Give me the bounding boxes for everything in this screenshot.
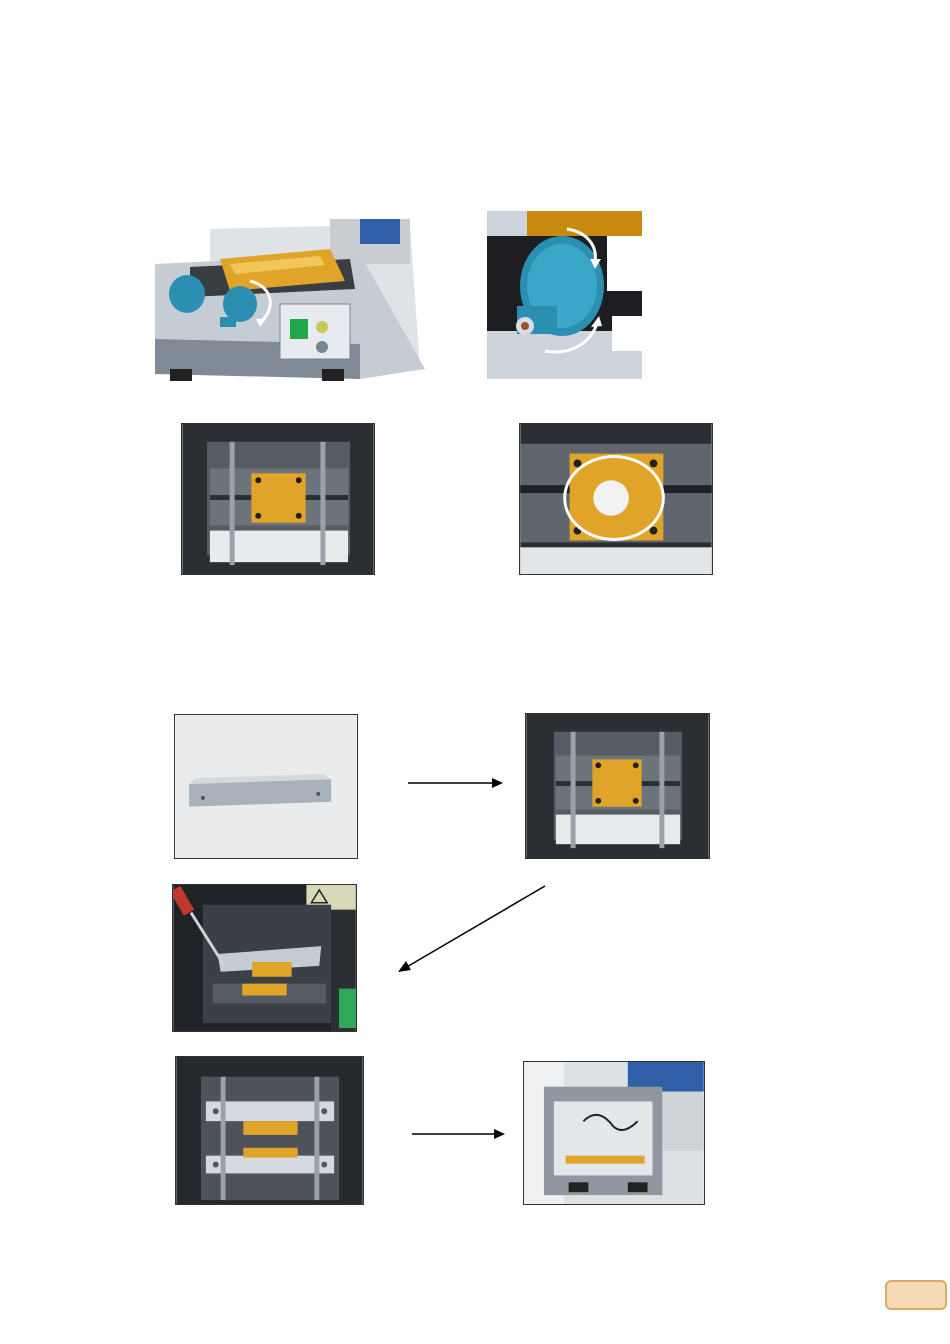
- arrow-diagonal: [395, 884, 547, 976]
- plates-installed-illustration: [176, 1057, 363, 1204]
- screwdriver-install-photo: [172, 884, 357, 1032]
- clamp-highlighted-photo: [519, 423, 713, 575]
- machine-overview-illustration: [150, 219, 426, 384]
- arrow-right-2: [412, 1127, 506, 1141]
- clamp-step2-illustration: [526, 714, 709, 858]
- clamp-highlighted-illustration: [520, 424, 712, 574]
- plates-installed-photo: [175, 1056, 364, 1205]
- handwheel-closeup-illustration: [487, 211, 642, 379]
- clamp-top-view-illustration: [182, 424, 374, 574]
- machine-overview-photo: [150, 219, 426, 384]
- clamp-step2-photo: [525, 713, 710, 859]
- clamp-top-view-photo: [181, 423, 375, 575]
- machine-finished-illustration: [524, 1062, 704, 1204]
- handwheel-closeup-photo: [487, 211, 642, 379]
- machine-finished-photo: [523, 1061, 705, 1205]
- blank-plate-illustration: [175, 715, 357, 858]
- screwdriver-install-illustration: [173, 885, 356, 1031]
- page-number-tab: [885, 1280, 947, 1310]
- blank-plate-photo: [174, 714, 358, 859]
- arrow-right-1: [408, 776, 504, 790]
